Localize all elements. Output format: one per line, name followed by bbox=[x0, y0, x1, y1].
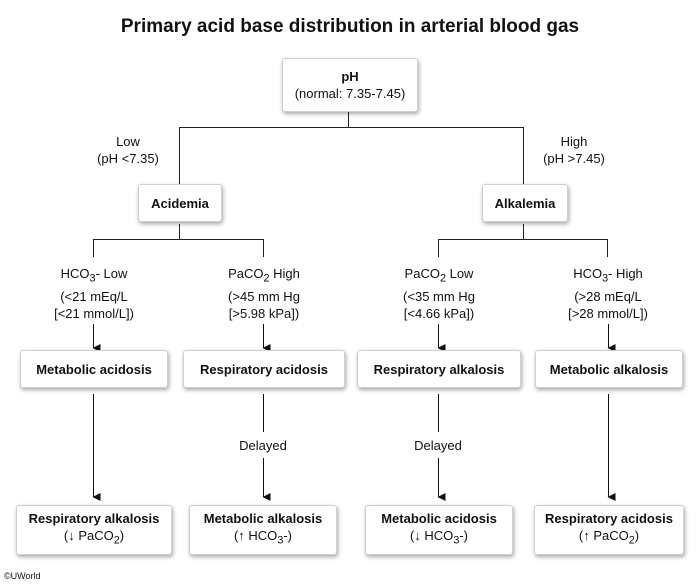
hco-text: HCO bbox=[573, 266, 603, 281]
ph-node: pH (normal: 7.35-7.45) bbox=[282, 58, 418, 112]
high-range: (pH >7.45) bbox=[543, 151, 605, 166]
condition-line2: (<21 mEq/L bbox=[60, 288, 128, 304]
high-text: High bbox=[560, 134, 588, 149]
alkalemia-node: Alkalemia bbox=[482, 184, 568, 222]
condition-hco3-high: HCO3- High (>28 mEq/L [>28 mmol/L]) bbox=[542, 265, 674, 322]
compensation-respiratory-acidosis: Respiratory acidosis (↑ PaCO2) bbox=[534, 505, 684, 555]
diagram-title: Primary acid base distribution in arteri… bbox=[120, 16, 580, 37]
condition-suffix: Low bbox=[445, 266, 474, 281]
condition-hco3-low: HCO3- Low (<21 mEq/L [<21 mmol/L]) bbox=[28, 265, 160, 322]
connector-root-down bbox=[348, 112, 349, 127]
ph-normal-range: (normal: 7.35-7.45) bbox=[294, 86, 406, 101]
condition-suffix: High bbox=[269, 266, 300, 281]
disorder-label: Metabolic alkalosis bbox=[549, 361, 669, 377]
condition-paco2-low: PaCO2 Low (<35 mm Hg [<4.66 kPa]) bbox=[373, 265, 505, 322]
stub-2 bbox=[263, 239, 264, 257]
subscript: 2 bbox=[439, 272, 446, 285]
subscript: 2 bbox=[263, 272, 270, 285]
connector-alkalemia-horizontal bbox=[438, 239, 608, 240]
compensation-label: Respiratory alkalosis bbox=[28, 511, 160, 527]
disorder-label: Metabolic acidosis bbox=[36, 361, 152, 377]
copyright: ©UWorld bbox=[4, 571, 41, 581]
condition-line2: (>45 mm Hg bbox=[228, 288, 300, 304]
compensation-label: Metabolic alkalosis bbox=[203, 511, 323, 527]
compensation-detail: (↓ HCO3-) bbox=[409, 528, 469, 547]
low-range: (pH <7.35) bbox=[97, 151, 159, 166]
acidemia-node: Acidemia bbox=[138, 184, 222, 222]
compensation-detail: (↓ PaCO2) bbox=[63, 528, 125, 547]
low-text: Low bbox=[116, 134, 140, 149]
compensation-respiratory-alkalosis: Respiratory alkalosis (↓ PaCO2) bbox=[16, 505, 172, 555]
high-label: High (pH >7.45) bbox=[524, 133, 624, 167]
disorder-label: Respiratory acidosis bbox=[200, 361, 328, 377]
condition-suffix: - Low bbox=[95, 266, 128, 281]
delayed-label-left: Delayed bbox=[213, 437, 313, 454]
connector-alkalemia-down bbox=[523, 224, 524, 239]
subscript: 3 bbox=[89, 272, 96, 285]
connector-right-down bbox=[523, 127, 524, 184]
disorder-label: Respiratory alkalosis bbox=[373, 361, 505, 377]
disorder-respiratory-alkalosis: Respiratory alkalosis bbox=[357, 350, 521, 388]
condition-line3: [<21 mmol/L]) bbox=[54, 305, 134, 321]
paco-text: PaCO bbox=[228, 266, 264, 281]
stub-3 bbox=[438, 239, 439, 257]
stub-4 bbox=[607, 239, 608, 257]
compensation-metabolic-alkalosis: Metabolic alkalosis (↑ HCO3-) bbox=[189, 505, 337, 555]
connector-acidemia-down bbox=[179, 224, 180, 239]
compensation-metabolic-acidosis: Metabolic acidosis (↓ HCO3-) bbox=[365, 505, 513, 555]
compensation-detail: (↑ HCO3-) bbox=[233, 528, 293, 547]
ph-label: pH bbox=[341, 69, 359, 84]
connector-left-down bbox=[179, 127, 180, 184]
disorder-metabolic-alkalosis: Metabolic alkalosis bbox=[535, 350, 683, 388]
subscript: 3 bbox=[602, 272, 609, 285]
connector-acidemia-horizontal bbox=[93, 239, 264, 240]
disorder-respiratory-acidosis: Respiratory acidosis bbox=[183, 350, 345, 388]
acidemia-label: Acidemia bbox=[151, 195, 209, 211]
stub-1 bbox=[93, 239, 94, 257]
connector-top-horizontal bbox=[179, 127, 524, 128]
condition-paco2-high: PaCO2 High (>45 mm Hg [>5.98 kPa]) bbox=[198, 265, 330, 322]
condition-line3: [>28 mmol/L]) bbox=[568, 305, 648, 321]
condition-line2: (<35 mm Hg bbox=[403, 288, 475, 304]
condition-line3: [<4.66 kPa]) bbox=[403, 305, 475, 321]
delayed-label-right: Delayed bbox=[388, 437, 488, 454]
condition-suffix: - High bbox=[608, 266, 643, 281]
alkalemia-label: Alkalemia bbox=[494, 195, 556, 211]
condition-line2: (>28 mEq/L bbox=[574, 288, 642, 304]
compensation-label: Metabolic acidosis bbox=[381, 511, 497, 527]
hco-text: HCO bbox=[60, 266, 90, 281]
disorder-metabolic-acidosis: Metabolic acidosis bbox=[20, 350, 168, 388]
paco-text: PaCO bbox=[404, 266, 440, 281]
low-label: Low (pH <7.35) bbox=[78, 133, 178, 167]
compensation-label: Respiratory acidosis bbox=[545, 511, 673, 527]
compensation-detail: (↑ PaCO2) bbox=[578, 528, 640, 547]
condition-line3: [>5.98 kPa]) bbox=[228, 305, 300, 321]
